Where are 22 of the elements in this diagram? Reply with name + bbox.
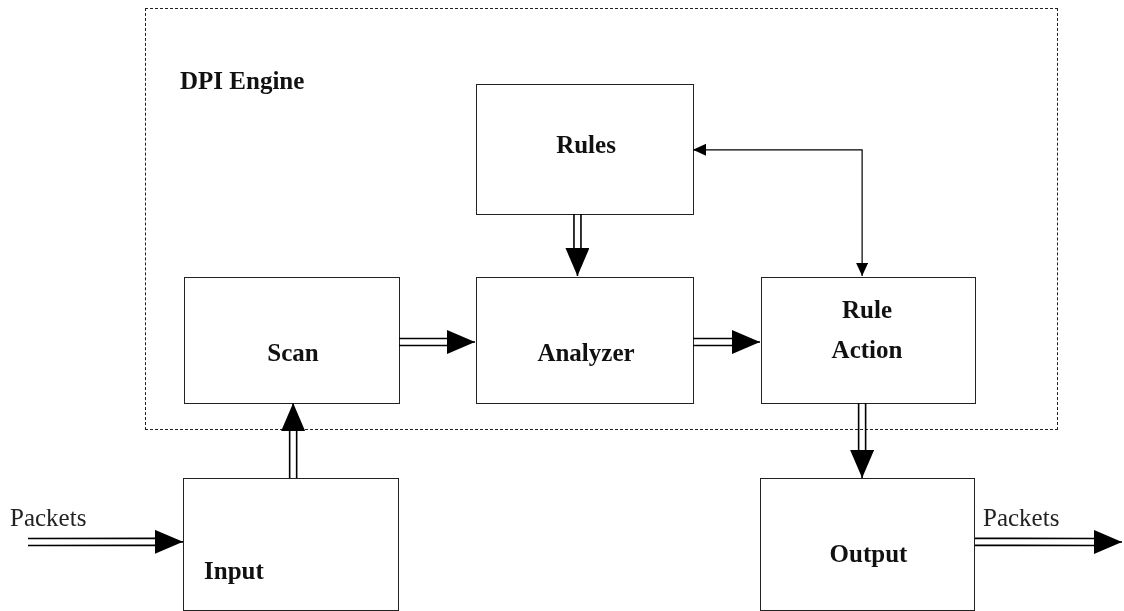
process-box (476, 84, 694, 215)
arrow (27, 529, 184, 554)
group-heading: DPI Engine (180, 66, 306, 96)
process-box (761, 277, 976, 404)
arrow (281, 402, 306, 479)
node-label: Analyzer (536, 338, 636, 368)
node-label: Scan (266, 338, 320, 368)
engine-boundary (145, 8, 1058, 430)
process-box (184, 277, 400, 404)
node-label: Rule Action (830, 295, 904, 365)
arrow (692, 330, 761, 355)
arrow (565, 213, 590, 277)
node-label: Input (204, 556, 265, 586)
arrow (850, 402, 875, 479)
node-label: Rules (555, 130, 617, 160)
process-box (760, 478, 975, 611)
arrow (974, 529, 1123, 554)
process-box (183, 478, 399, 611)
node-label: Output (828, 539, 909, 569)
process-box (476, 277, 694, 404)
arrow (692, 143, 869, 277)
arrow (398, 330, 476, 355)
